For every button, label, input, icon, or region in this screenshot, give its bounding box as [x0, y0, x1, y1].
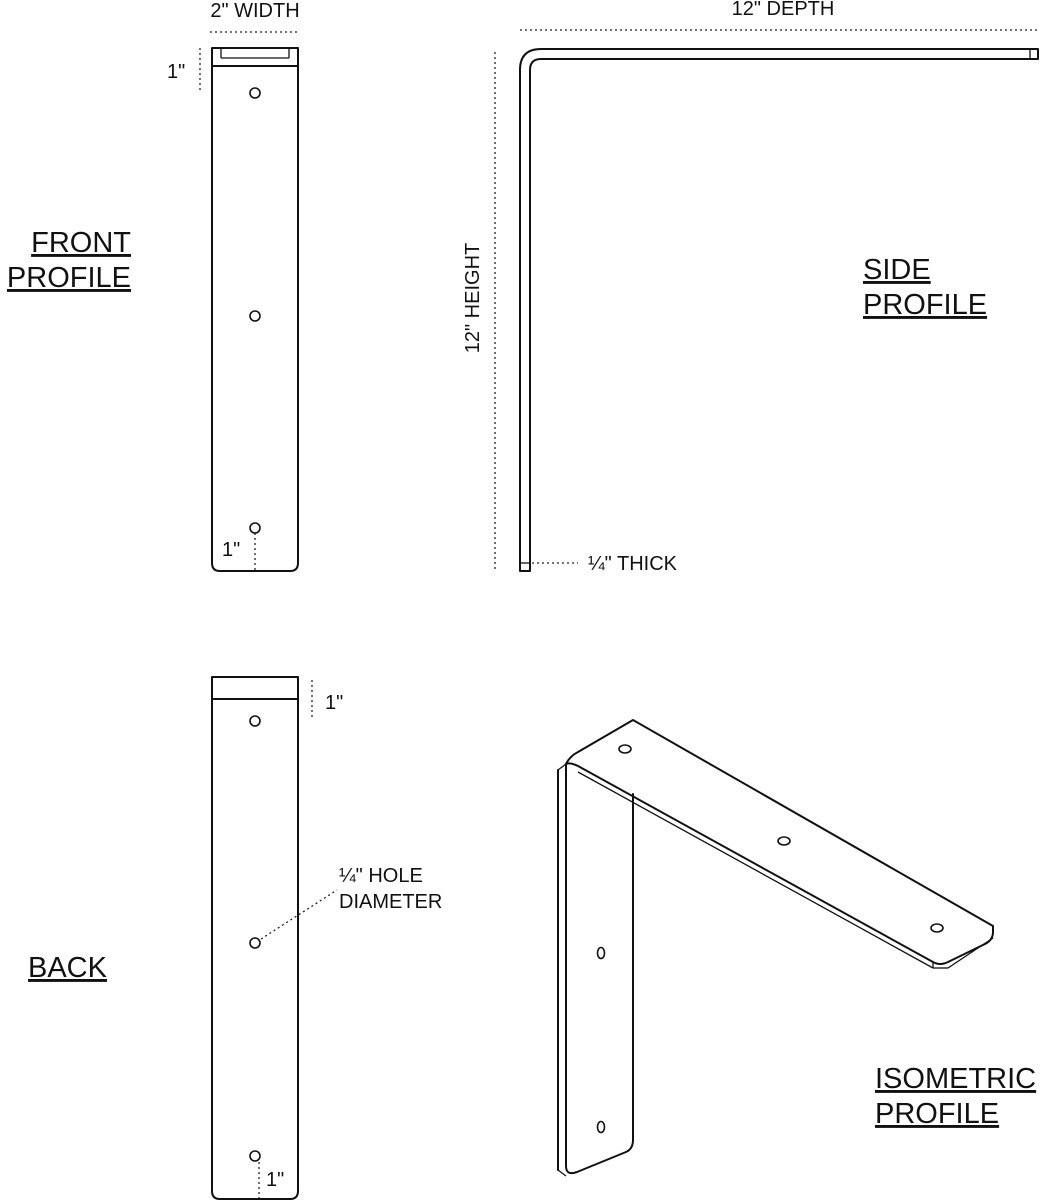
isometric-profile-title-line1: ISOMETRIC: [875, 1063, 1036, 1095]
side-profile-title-line1: SIDE: [863, 254, 931, 286]
back-view-title: BACK: [28, 952, 108, 984]
hole-callout-line2: DIAMETER: [339, 891, 442, 913]
iso-hole-leg-lower: [596, 1120, 606, 1134]
front-hole-top: [249, 87, 261, 99]
width-dimension-label: 2" WIDTH: [210, 0, 299, 22]
side-profile-view: SIDE PROFILE 12" DEPTH 12" HEIGHT ¼" THI…: [462, 0, 1040, 575]
iso-vertical-leg-bottom-edge: [557, 1169, 567, 1177]
back-hole-top: [249, 715, 261, 727]
front-top-offset-label: 1": [167, 61, 185, 83]
hole-callout-line1: ¼" HOLE: [339, 865, 423, 887]
iso-hole-arm-end: [930, 923, 944, 933]
front-profile-title-line1: FRONT: [31, 227, 131, 259]
height-dimension-label: 12" HEIGHT: [462, 243, 484, 353]
iso-hole-arm-middle: [777, 836, 791, 846]
iso-arm-thickness-corner: [947, 937, 994, 969]
isometric-profile-view: ISOMETRIC PROFILE: [557, 719, 1036, 1177]
iso-vertical-leg: [565, 763, 634, 1175]
front-hole-middle: [249, 310, 261, 322]
back-hole-middle: [249, 937, 261, 949]
side-profile-title-line2: PROFILE: [863, 289, 987, 321]
front-profile-title-line2: PROFILE: [7, 262, 131, 294]
side-bracket-outline: [519, 48, 1039, 572]
back-bottom-offset-label: 1": [266, 1169, 284, 1191]
front-hole-bottom: [249, 522, 261, 534]
thickness-dimension-label: ¼" THICK: [588, 553, 678, 575]
front-bottom-offset-label: 1": [222, 539, 240, 561]
front-profile-view: FRONT PROFILE 2" WIDTH 1" 1": [7, 0, 300, 572]
hole-callout-leader: [260, 889, 338, 940]
depth-dimension-label: 12" DEPTH: [732, 0, 835, 20]
isometric-profile-title-line2: PROFILE: [875, 1098, 999, 1130]
iso-arm-thickness-lower-edge: [577, 771, 934, 969]
front-bracket-outline: [211, 47, 299, 572]
iso-hole-arm-near-bend: [618, 744, 632, 754]
back-view: BACK 1" 1" ¼" HOLE DIAMETER: [28, 676, 442, 1200]
iso-vertical-leg-top-edge: [557, 763, 567, 771]
back-top-offset-label: 1": [325, 692, 343, 714]
iso-hole-leg-upper: [596, 946, 606, 960]
back-hole-bottom: [249, 1150, 261, 1162]
back-bracket-outline: [211, 676, 299, 1200]
